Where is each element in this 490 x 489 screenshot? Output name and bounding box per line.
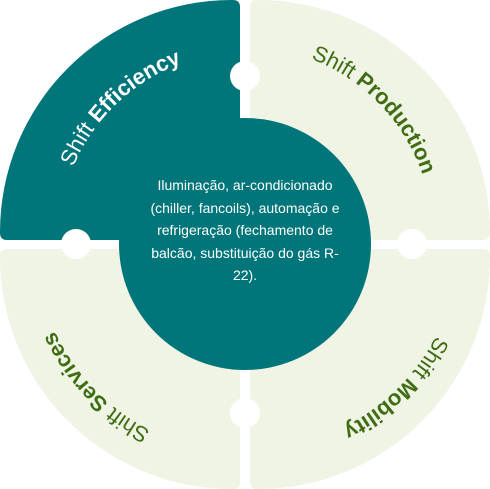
notch-bottom — [230, 398, 260, 428]
notch-right — [397, 229, 427, 259]
center-circle — [119, 118, 371, 370]
center-description: Iluminação, ar-condicionado (chiller, fa… — [150, 177, 340, 283]
notch-left — [61, 229, 91, 259]
notch-top — [230, 61, 260, 91]
